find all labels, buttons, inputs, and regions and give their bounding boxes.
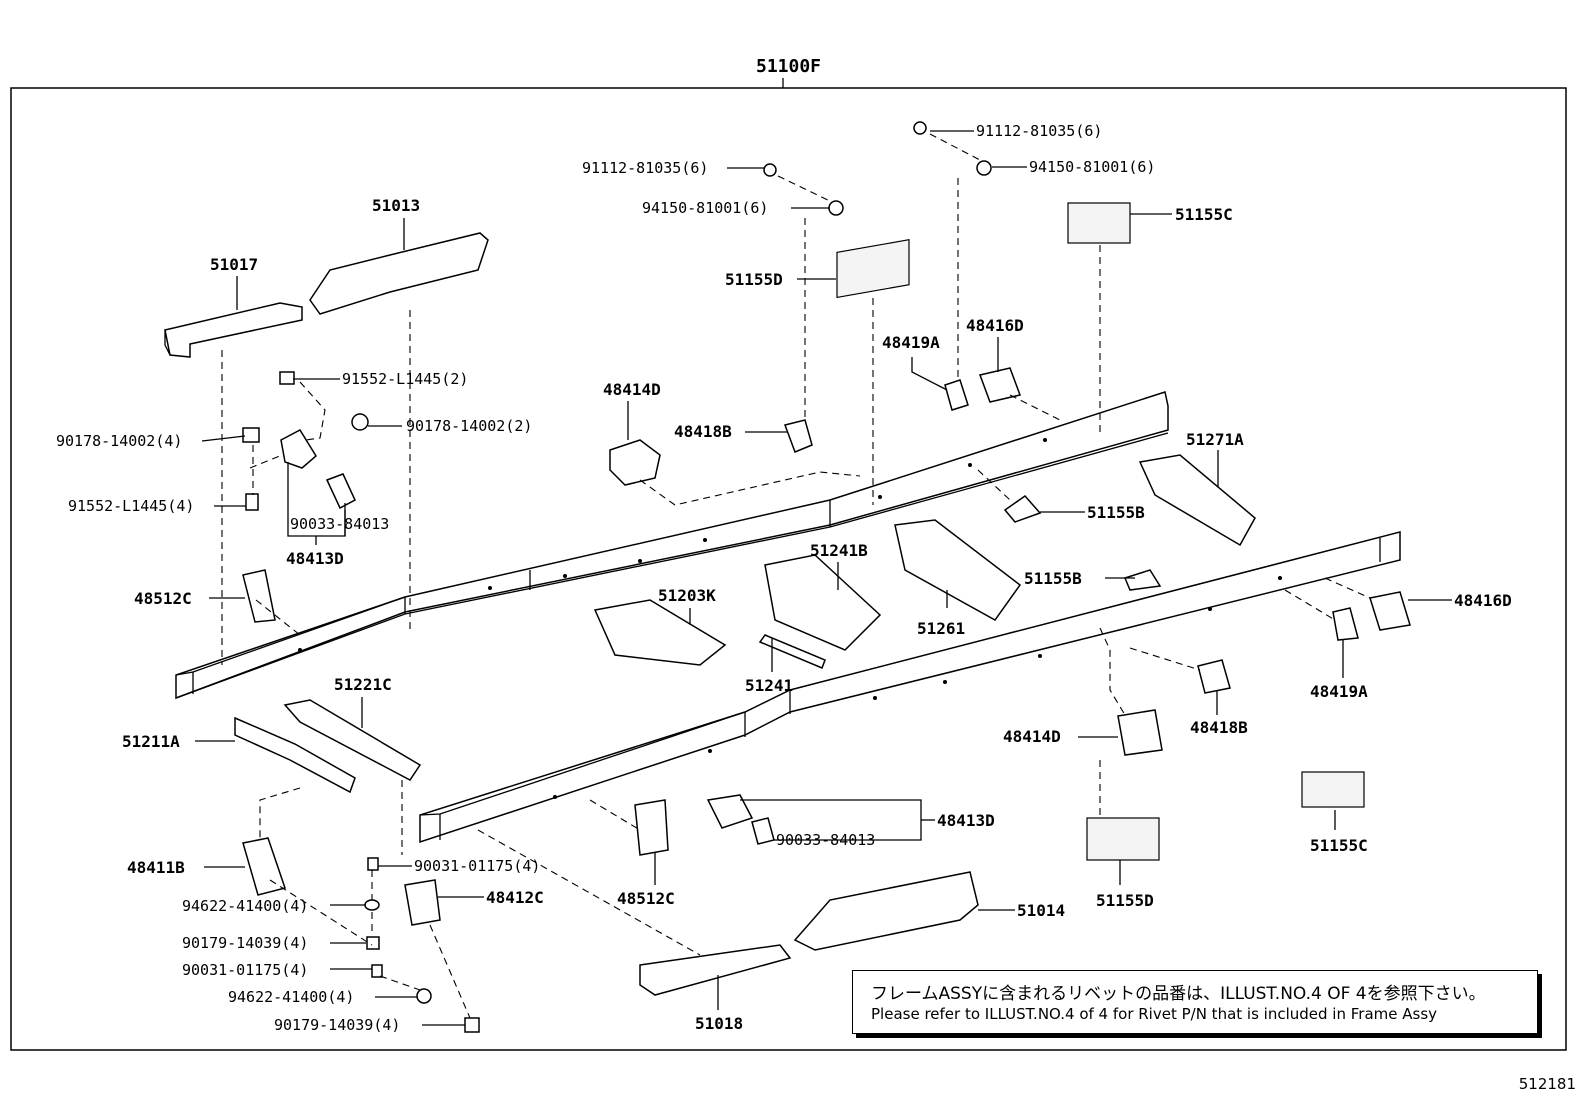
part-labels: 51013 51017 91552-L1445(2) 90178-14002(4… [56,122,1512,1034]
label-91552-l1445-4: 91552-L1445(4) [68,497,194,515]
label-48414d-b: 48414D [1003,727,1061,746]
bracket-51013 [309,232,489,315]
label-51155c-a: 51155C [1175,205,1233,224]
illustration-number: 512181 [1518,1075,1576,1093]
label-48419a-b: 48419A [1310,682,1368,701]
label-91552-l1445-2: 91552-L1445(2) [342,370,468,388]
label-51013: 51013 [372,196,420,215]
assembly-label: 51100F [756,56,821,77]
label-48512c-b: 48512C [617,889,675,908]
label-48413d-a: 48413D [286,549,344,568]
leader-lines [195,130,1452,1026]
label-48412c: 48412C [486,888,544,907]
label-90031-01175-b: 90031-01175(4) [182,961,308,979]
label-51155b-a: 51155B [1087,503,1145,522]
label-90033-84013-b: 90033-84013 [776,831,875,849]
brackets-right [1086,569,1411,861]
label-94622-41400-a: 94622-41400(4) [182,897,308,915]
note-line-english: Please refer to ILLUST.NO.4 of 4 for Riv… [871,1005,1438,1023]
label-51211a: 51211A [122,732,180,751]
rivet-reference-note: フレームASSYに含まれるリベットの品番は、ILLUST.NO.4 OF 4を参… [852,970,1538,1034]
label-48419a-a: 48419A [882,333,940,352]
label-51271a: 51271A [1186,430,1244,449]
label-51155c-b: 51155C [1310,836,1368,855]
label-94150-81001-b: 94150-81001(6) [1029,158,1155,176]
label-90031-01175-a: 90031-01175(4) [414,857,540,875]
side-rail-left [175,391,1169,700]
label-51017: 51017 [210,255,258,274]
plates-upper [763,121,1131,299]
label-51018: 51018 [695,1014,743,1033]
parts-lower-left [234,699,480,1033]
bracket-51017 [164,302,303,358]
label-51014: 51014 [1017,901,1065,920]
label-48414d-a: 48414D [603,380,661,399]
label-94622-41400-b: 94622-41400(4) [228,988,354,1006]
small-parts-left [242,371,369,623]
label-51261: 51261 [917,619,965,638]
assembly-frame [10,87,1567,1051]
rail-holes [298,438,1282,799]
label-94150-81001-a: 94150-81001(6) [642,199,768,217]
label-51241: 51241 [745,676,793,695]
dashed-guides [221,133,1371,1019]
label-51155b-b: 51155B [1024,569,1082,588]
label-90179-14039-a: 90179-14039(4) [182,934,308,952]
label-48512c-a: 48512C [134,589,192,608]
label-51241b: 51241B [810,541,868,560]
label-48418b-b: 48418B [1190,718,1248,737]
label-48411b: 48411B [127,858,185,877]
parts-lower-mid [634,794,979,996]
label-91112-81035-b: 91112-81035(6) [976,122,1102,140]
label-90033-84013-a: 90033-84013 [290,515,389,533]
side-rail-right [419,531,1401,844]
crossmembers-center [593,454,1256,669]
label-91112-81035-a: 91112-81035(6) [582,159,708,177]
label-48418b-a: 48418B [674,422,732,441]
label-90178-14002-4: 90178-14002(4) [56,432,182,450]
label-51203k: 51203K [658,586,716,605]
label-51221c: 51221C [334,675,392,694]
note-line-japanese: フレームASSYに含まれるリベットの品番は、ILLUST.NO.4 OF 4を参… [871,984,1486,1004]
label-51155d-b: 51155D [1096,891,1154,910]
label-51155d-a: 51155D [725,270,783,289]
label-48416d-a: 48416D [966,316,1024,335]
label-48416d-b: 48416D [1454,591,1512,610]
brackets-mid [609,367,1042,523]
label-48413d-b: 48413D [937,811,995,830]
label-90178-14002-2: 90178-14002(2) [406,417,532,435]
label-90179-14039-b: 90179-14039(4) [274,1016,400,1034]
